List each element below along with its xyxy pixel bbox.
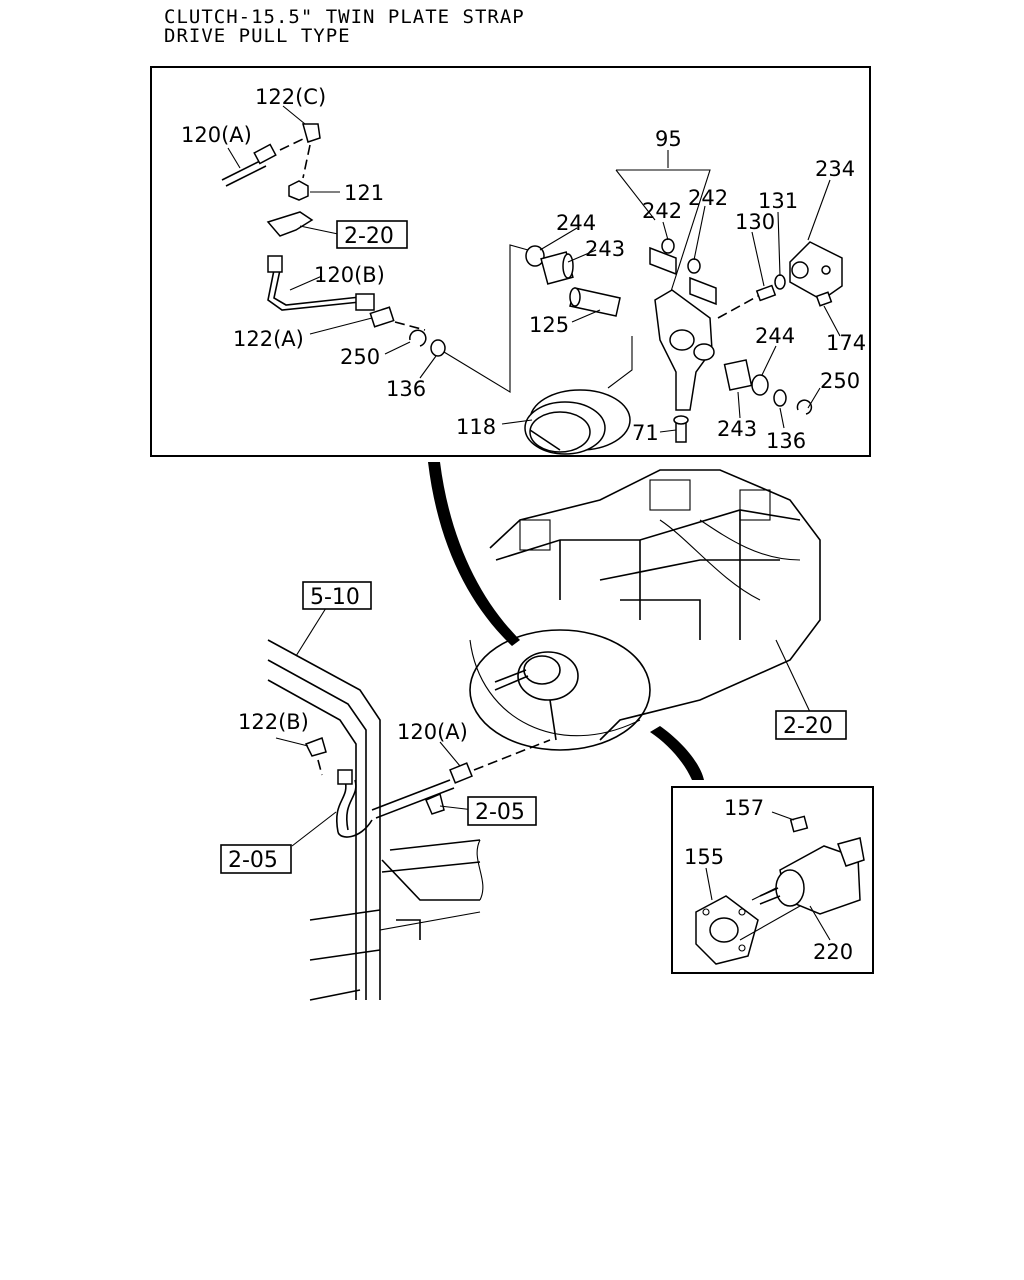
label-120a-top: 120(A) [181, 123, 252, 147]
label-95: 95 [655, 127, 682, 151]
ref-2-05-mid[interactable]: 2-05 [475, 800, 525, 825]
ref-box-5-10 [302, 581, 372, 610]
ref-2-05-left[interactable]: 2-05 [228, 848, 278, 873]
leader-lines-top [227, 105, 841, 433]
label-118: 118 [456, 415, 496, 439]
slave-cylinder-220 [739, 837, 865, 941]
label-122c: 122(C) [255, 85, 326, 109]
label-234: 234 [815, 157, 855, 181]
label-121: 121 [344, 181, 384, 205]
label-136-left: 136 [386, 377, 426, 401]
bushing-243-top [540, 251, 574, 285]
detail-frame-top [150, 66, 871, 457]
hose-2-05 [336, 769, 373, 838]
nut-121 [288, 180, 309, 201]
ref-box-2-20-top [336, 220, 408, 249]
washer-131 [774, 274, 786, 290]
ring-244-right [751, 374, 769, 396]
bolt-130 [717, 284, 777, 319]
title-line-2: DRIVE PULL TYPE [164, 25, 351, 47]
label-122b: 122(B) [238, 710, 309, 734]
snap-ring-250-right [796, 399, 813, 415]
label-243-bottom: 243 [717, 417, 757, 441]
ref-2-20-top[interactable]: 2-20 [344, 224, 394, 249]
label-242-a: 242 [642, 199, 682, 223]
label-120a-mid: 120(A) [397, 720, 468, 744]
clip-bracket [266, 211, 314, 237]
release-bearing-118 [524, 389, 631, 455]
leader-lines-mid [275, 607, 811, 847]
label-130: 130 [735, 210, 775, 234]
bolt-71 [673, 415, 689, 443]
pointer-arrow-top [428, 462, 520, 646]
label-131: 131 [758, 189, 798, 213]
label-125: 125 [529, 313, 569, 337]
bracket-234 [789, 241, 843, 301]
ref-2-20-right[interactable]: 2-20 [783, 714, 833, 739]
label-136-right: 136 [766, 429, 806, 453]
label-250-left: 250 [340, 345, 380, 369]
elbow-122c [302, 123, 321, 179]
label-244-top: 244 [556, 211, 596, 235]
label-220: 220 [813, 940, 853, 964]
frame-rail [267, 639, 484, 1001]
ref-box-2-05-mid [467, 796, 537, 826]
flange-155 [695, 895, 759, 965]
pointer-arrow-bottom [650, 726, 704, 780]
fitting-122a [369, 306, 426, 331]
ref-box-2-20-right [775, 710, 847, 740]
label-155: 155 [684, 845, 724, 869]
transmission-assembly [469, 469, 821, 751]
pipe-120b [267, 255, 375, 311]
label-242-b: 242 [688, 186, 728, 210]
bolt-174 [815, 291, 833, 307]
washer-136-right [773, 389, 787, 407]
ref-box-2-05-left [220, 844, 292, 874]
label-244-right: 244 [755, 324, 795, 348]
bushing-243-bottom [723, 359, 753, 391]
snap-ring-250-left [409, 329, 427, 347]
label-157: 157 [724, 796, 764, 820]
washer-136-left [430, 339, 446, 357]
title-line-1: CLUTCH-15.5" TWIN PLATE STRAP [164, 6, 525, 28]
detail-frame-cylinder [671, 786, 874, 974]
ref-5-10[interactable]: 5-10 [310, 585, 360, 610]
label-71: 71 [632, 421, 659, 445]
hose-120a-top [221, 137, 306, 187]
bolt-157 [789, 815, 809, 833]
elbow-122b [304, 737, 327, 776]
label-122a: 122(A) [233, 327, 304, 351]
ring-244-top [525, 245, 545, 267]
diagram-title: CLUTCH-15.5" TWIN PLATE STRAP DRIVE PULL… [164, 8, 525, 46]
shaft-125 [569, 287, 621, 317]
label-250-right: 250 [820, 369, 860, 393]
label-174: 174 [826, 331, 866, 355]
label-243-top: 243 [585, 237, 625, 261]
label-120b: 120(B) [314, 263, 385, 287]
hose-120a-mid [371, 739, 551, 819]
leader-lines-bottom [705, 811, 831, 941]
release-fork-95 [615, 169, 717, 411]
